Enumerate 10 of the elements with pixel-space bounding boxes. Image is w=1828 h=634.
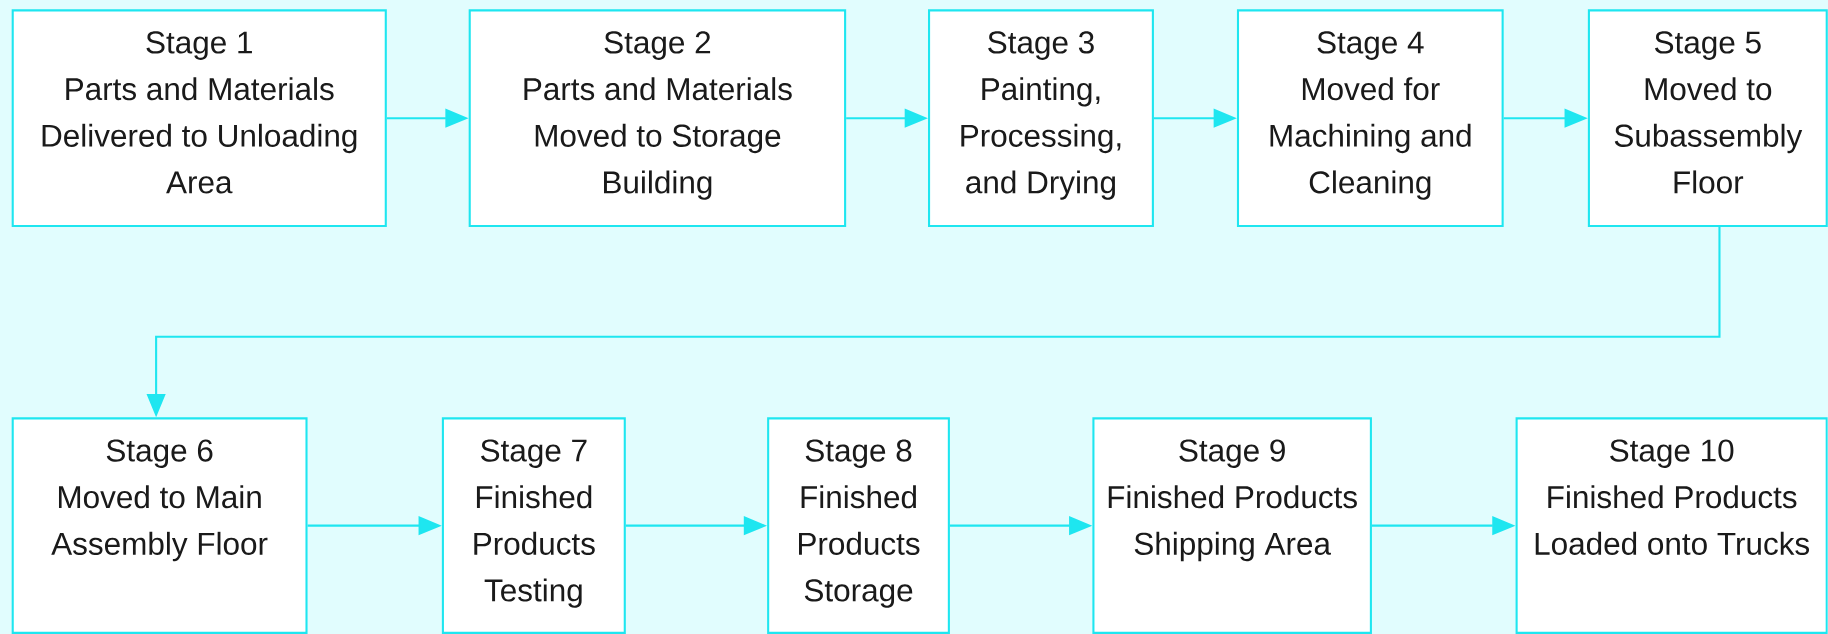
- process-box: Stage 5 Moved to Subassembly Floor: [1587, 9, 1828, 227]
- process-box: Stage 10 Finished Products Loaded onto Trucks: [1515, 417, 1828, 634]
- process-box: Stage 8 Finished Products Storage: [767, 417, 950, 634]
- process-box: Stage 2 Parts and Materials Moved to Storage Building: [468, 9, 847, 227]
- process-box: Stage 3 Painting, Processing, and Drying: [928, 9, 1154, 227]
- process-box: Stage 1 Parts and Materials Delivered to Unloading Area: [11, 9, 387, 227]
- process-box: Stage 9 Finished Products Shipping Area: [1092, 417, 1372, 634]
- process-box: Stage 6 Moved to Main Assembly Floor: [11, 417, 308, 634]
- process-box: Stage 4 Moved for Machining and Cleaning: [1236, 9, 1504, 227]
- process-box: Stage 7 Finished Products Testing: [441, 417, 626, 634]
